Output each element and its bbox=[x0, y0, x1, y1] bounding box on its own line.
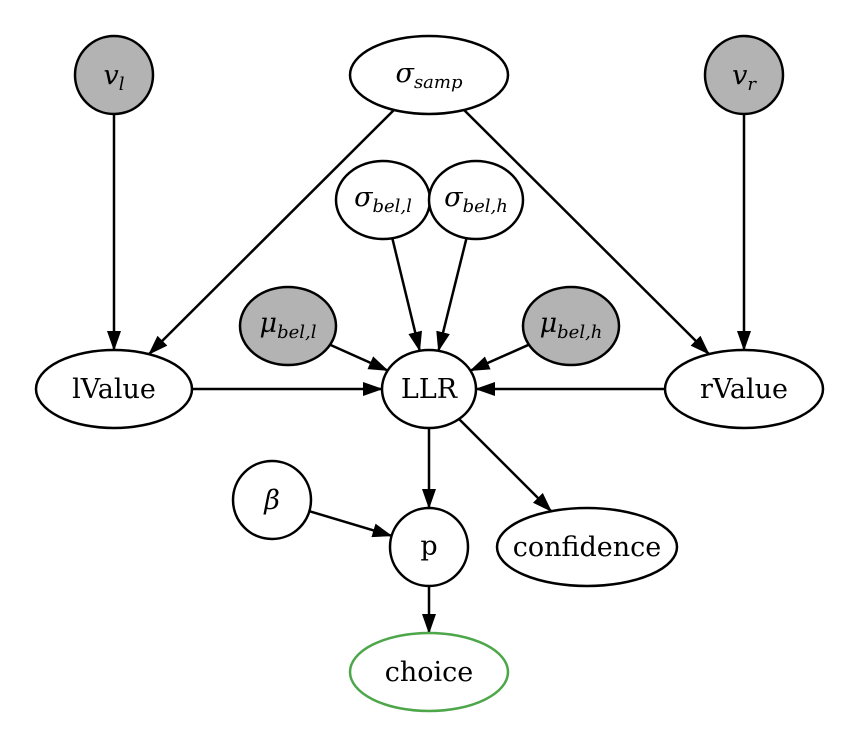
node-llr: LLR bbox=[380, 348, 478, 430]
node-lvalue: lValue bbox=[34, 348, 194, 430]
node-mu-bel-h: μbel,h bbox=[521, 285, 621, 367]
node-sigma-bel-h: σbel,h bbox=[427, 159, 525, 241]
node-sigma-bel-h-label: σbel,h bbox=[444, 182, 508, 217]
node-beta: β bbox=[231, 459, 313, 541]
node-beta-label: β bbox=[263, 485, 280, 516]
node-p: p bbox=[388, 506, 470, 588]
node-mu-bel-h-shape bbox=[521, 285, 621, 367]
edge-mu-bel-h-to-llr bbox=[469, 343, 530, 372]
node-v-r-shape bbox=[703, 34, 785, 116]
node-mu-bel-l-label: μbel,l bbox=[260, 308, 317, 343]
node-rvalue: rValue bbox=[663, 348, 825, 430]
node-llr-label: LLR bbox=[401, 374, 458, 405]
node-sigma-samp: σsamp bbox=[348, 34, 510, 116]
edge-sigma-bel-h-to-llr bbox=[436, 237, 468, 352]
edge-mu-bel-l-to-llr bbox=[329, 343, 389, 372]
edge-sigma-bel-l-to-llr bbox=[391, 237, 423, 352]
node-sigma-samp-shape bbox=[348, 34, 510, 116]
node-confidence-shape bbox=[495, 506, 679, 588]
edge-sigma-samp-to-rvalue bbox=[463, 109, 710, 355]
node-mu-bel-l-shape bbox=[238, 285, 338, 367]
node-sigma-samp-label: σsamp bbox=[396, 58, 463, 93]
node-sigma-bel-l-label: σbel,l bbox=[354, 182, 412, 217]
node-confidence: confidence bbox=[495, 506, 679, 588]
node-confidence-label: confidence bbox=[513, 532, 662, 563]
node-choice-label: choice bbox=[385, 657, 474, 688]
edge-llr-to-confidence bbox=[458, 418, 553, 513]
edge-beta-to-p bbox=[309, 509, 393, 538]
node-choice-shape bbox=[348, 631, 510, 713]
node-lvalue-shape bbox=[34, 348, 194, 430]
node-mu-bel-l: μbel,l bbox=[238, 285, 338, 367]
node-llr-shape bbox=[380, 348, 478, 430]
node-rvalue-label: rValue bbox=[700, 374, 788, 405]
node-mu-bel-h-label: μbel,h bbox=[540, 308, 603, 343]
node-rvalue-shape bbox=[663, 348, 825, 430]
node-choice: choice bbox=[348, 631, 510, 713]
node-v-l-label: vl bbox=[103, 60, 124, 95]
node-lvalue-label: lValue bbox=[72, 374, 156, 405]
node-v-r-label: vr bbox=[732, 60, 757, 95]
node-v-r: vr bbox=[703, 34, 785, 116]
node-p-shape bbox=[388, 506, 470, 588]
edges-layer bbox=[107, 109, 751, 634]
node-v-l: vl bbox=[73, 34, 155, 116]
node-v-l-shape bbox=[73, 34, 155, 116]
node-beta-shape bbox=[231, 459, 313, 541]
node-sigma-bel-l: σbel,l bbox=[334, 159, 432, 241]
node-p-label: p bbox=[420, 531, 437, 562]
edge-sigma-samp-to-lvalue bbox=[148, 109, 395, 356]
node-sigma-bel-h-shape bbox=[427, 159, 525, 241]
